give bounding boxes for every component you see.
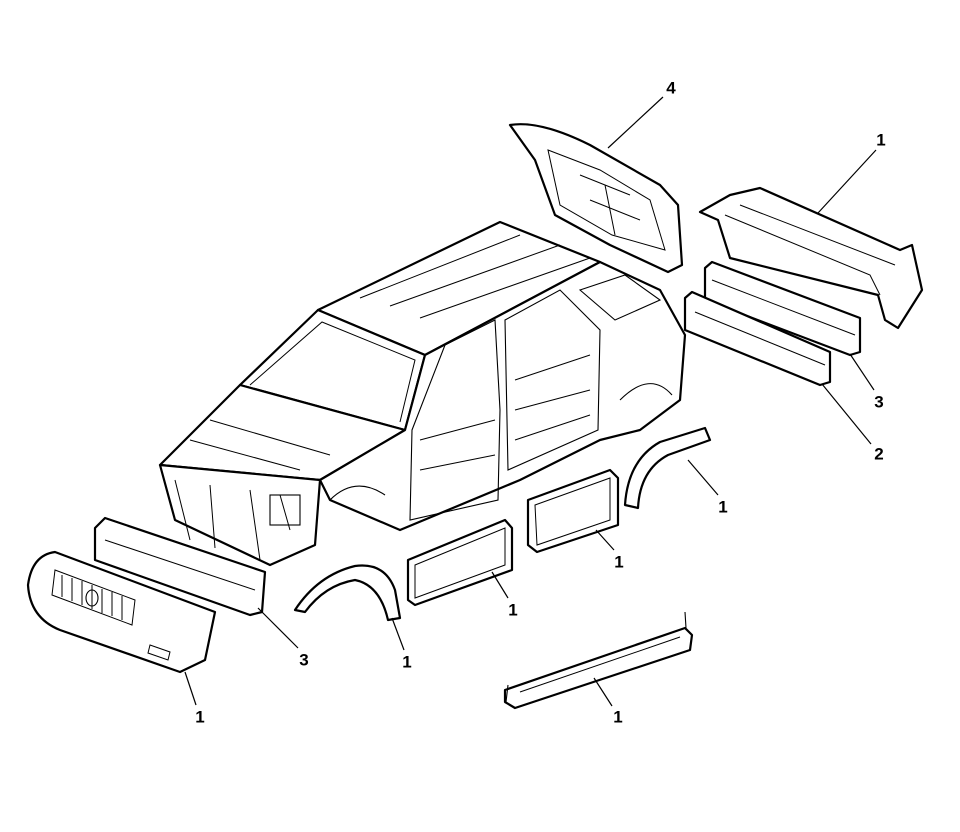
callout-front-bumper-absorber: 3 [299, 650, 308, 669]
front-wheel-flare [293, 564, 402, 622]
callout-front-bumper-fascia: 1 [195, 707, 204, 726]
callout-rear-door-molding: 1 [614, 552, 623, 571]
rocker-molding [503, 611, 694, 710]
callout-rear-liftgate: 4 [666, 78, 676, 97]
rear-door-molding [526, 468, 620, 554]
rear-liftgate [508, 123, 684, 274]
front-bumper-fascia [26, 550, 217, 674]
callout-rear-bumper-reinforcement: 2 [874, 444, 883, 463]
leader-lines [184, 96, 877, 707]
rear-bumper-reinforcement [683, 290, 832, 387]
callout-rocker-molding: 1 [613, 707, 622, 726]
callout-front-wheel-flare: 1 [402, 652, 411, 671]
callout-rear-wheel-flare: 1 [718, 497, 727, 516]
callout-rear-bumper-absorber: 3 [874, 392, 883, 411]
callout-front-door-molding: 1 [508, 600, 517, 619]
rear-wheel-flare [623, 426, 712, 510]
front-door-molding [406, 518, 514, 607]
rear-bumper-fascia [698, 186, 924, 330]
callout-labels: 4 1 3 2 1 1 1 1 1 3 1 [195, 78, 885, 726]
vehicle-body [158, 220, 687, 567]
callout-rear-bumper-fascia: 1 [876, 130, 885, 149]
